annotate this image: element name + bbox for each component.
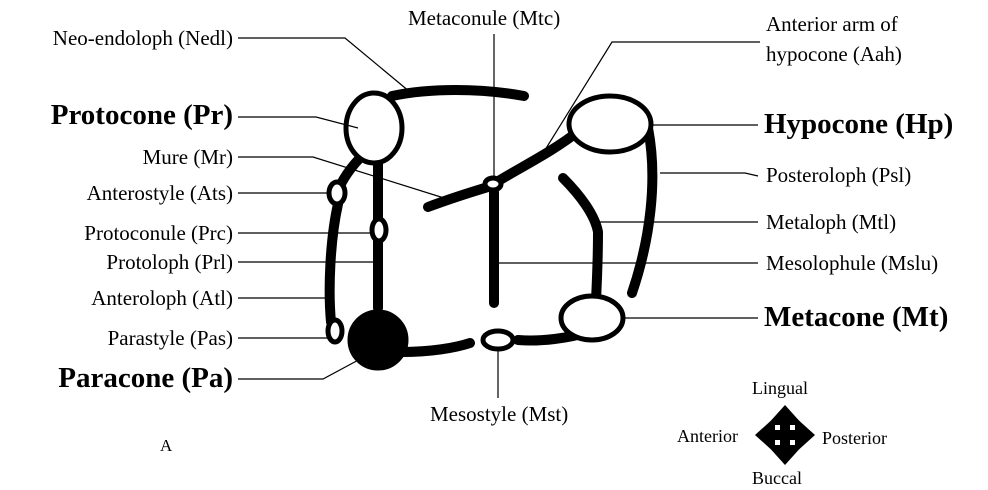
metaconule-cusp <box>482 175 504 193</box>
label-posteroloph: Posteroloph (Psl) <box>766 163 912 187</box>
leader-neo-endoloph <box>238 37 411 93</box>
protoconule-cusp <box>369 216 389 244</box>
neo-endoloph-crest <box>387 85 529 101</box>
mesostyle-cusp <box>480 328 516 352</box>
compass-posterior: Posterior <box>822 428 887 448</box>
label-mesostyle: Mesostyle (Mst) <box>430 402 569 426</box>
label-protoloph: Protoloph (Prl) <box>106 250 233 274</box>
anterior-arm-hypocone-crest <box>495 125 585 185</box>
label-protoconule: Protoconule (Prc) <box>84 221 233 245</box>
label-mesolophule: Mesolophule (Mslu) <box>766 251 939 275</box>
anteroloph-crest <box>324 199 343 327</box>
label-anterior-arm-line1: Anterior arm of <box>766 12 898 36</box>
posteroloph-crest <box>627 123 658 298</box>
paracone-mesostyle-crest <box>397 338 475 357</box>
leader-mure <box>238 156 445 199</box>
label-metaloph: Metaloph (Mtl) <box>766 210 897 234</box>
compass-lingual: Lingual <box>752 378 808 398</box>
label-paracone: Paracone (Pa) <box>58 362 233 394</box>
compass-buccal: Buccal <box>752 468 802 488</box>
parastyle-cusp <box>325 317 345 345</box>
label-anterostyle: Anterostyle (Ats) <box>86 181 233 205</box>
leader-paracone <box>238 356 365 380</box>
leader-protocone <box>238 116 359 129</box>
cusps <box>325 90 654 371</box>
label-anterior-arm-line2: hypocone (Aah) <box>766 42 902 66</box>
tooth-structures <box>324 85 658 357</box>
panel-letter: A <box>160 436 173 455</box>
label-neo-endoloph: Neo-endoloph (Nedl) <box>52 26 233 50</box>
metacone-cusp <box>558 293 626 343</box>
label-parastyle: Parastyle (Pas) <box>107 326 233 350</box>
paracone-cusp <box>347 309 409 371</box>
label-metaconule: Metaconule (Mtc) <box>408 6 561 30</box>
protocone-cusp <box>343 90 405 166</box>
label-hypocone: Hypocone (Hp) <box>764 108 954 140</box>
label-anteroloph: Anteroloph (Atl) <box>91 286 233 310</box>
hypocone-cusp <box>566 93 654 155</box>
leader-lines <box>238 34 760 398</box>
anterostyle-cusp <box>326 179 348 207</box>
label-mure: Mure (Mr) <box>142 145 233 169</box>
label-metacone: Metacone (Mt) <box>764 301 949 333</box>
leader-anterior-arm <box>544 41 760 151</box>
metaloph-crest <box>558 173 603 305</box>
leader-posteroloph <box>660 172 759 177</box>
label-protocone: Protocone (Pr) <box>50 99 233 131</box>
compass-arrow-icon <box>755 405 815 465</box>
compass-anterior: Anterior <box>677 426 738 446</box>
